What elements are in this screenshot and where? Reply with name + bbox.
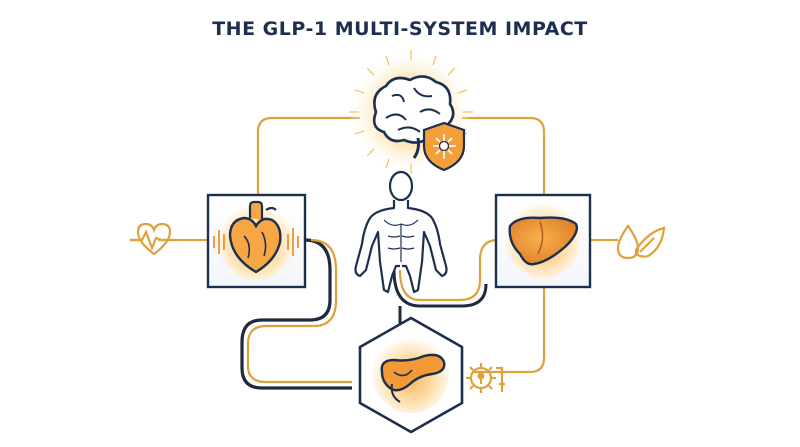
dark-path-body-liver — [392, 269, 488, 308]
heart-icon — [228, 200, 282, 274]
page-title: THE GLP-1 MULTI-SYSTEM IMPACT — [212, 18, 588, 40]
gold-path-heart-pancreas — [246, 238, 352, 384]
heart-node — [206, 193, 307, 289]
connector-lines — [158, 116, 618, 374]
heartbeat-icon — [130, 222, 172, 256]
droplet-leaf-icon — [616, 224, 666, 260]
line-liver-pancreas — [472, 286, 546, 374]
pancreas-node — [358, 316, 464, 434]
liver-node — [494, 193, 592, 289]
brain-node — [349, 50, 473, 174]
liver-icon — [508, 216, 579, 266]
dark-path-heart-pancreas — [240, 238, 352, 390]
line-heart-brain — [256, 116, 360, 195]
gear-keyhole-icon — [466, 363, 505, 393]
sun-rays — [349, 50, 473, 174]
shield-neuron-icon — [422, 121, 466, 172]
pulse-bars — [213, 228, 299, 256]
gold-path-body-liver — [398, 238, 499, 302]
human-body-icon — [354, 170, 448, 294]
line-brain-liver — [462, 116, 546, 195]
